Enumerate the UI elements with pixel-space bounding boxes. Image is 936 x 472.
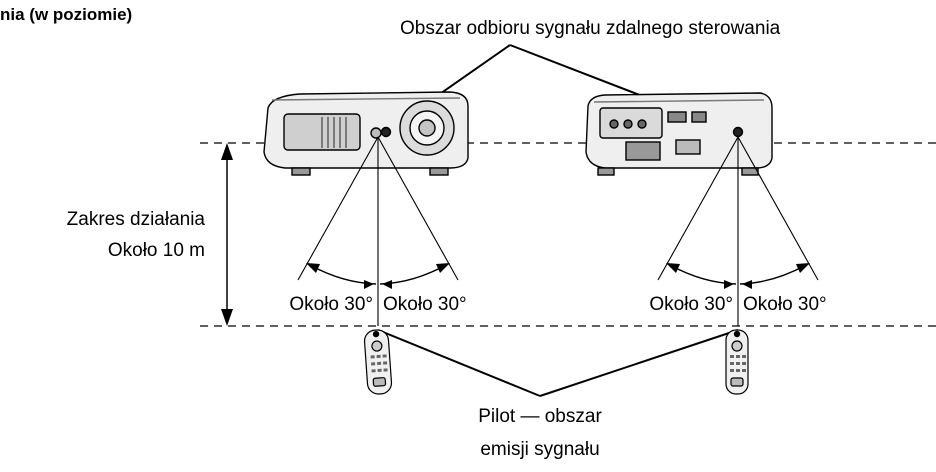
left-angle-label-right: Około 30° bbox=[383, 294, 467, 315]
right-angle-arrowheads bbox=[666, 263, 810, 289]
remote-area-label-line1: Pilot — obszar bbox=[478, 406, 602, 427]
projector-rear-illustration bbox=[585, 92, 773, 176]
section-heading: nia (w poziomie) bbox=[0, 5, 132, 24]
left-remote-control-illustration bbox=[363, 329, 393, 395]
right-signal-lines bbox=[657, 136, 819, 326]
left-angle-label-left: Około 30° bbox=[289, 294, 373, 315]
projector-front-illustration bbox=[263, 91, 469, 176]
range-arrow bbox=[221, 143, 233, 326]
range-label-line1: Zakres działania bbox=[67, 209, 206, 230]
receiver-area-label: Obszar odbioru sygnału zdalnego sterowan… bbox=[400, 18, 781, 39]
range-label-line2: Około 10 m bbox=[108, 240, 205, 261]
right-remote-control-illustration bbox=[725, 329, 749, 395]
left-angle-arrowheads bbox=[306, 263, 450, 289]
remote-leader-lines bbox=[377, 329, 739, 397]
dashed-reference-lines bbox=[200, 142, 936, 327]
left-signal-lines bbox=[297, 136, 459, 326]
right-angle-label-right: Około 30° bbox=[743, 294, 827, 315]
right-angle-label-left: Około 30° bbox=[649, 294, 733, 315]
remote-area-label-line2: emisji sygnału bbox=[480, 439, 599, 460]
